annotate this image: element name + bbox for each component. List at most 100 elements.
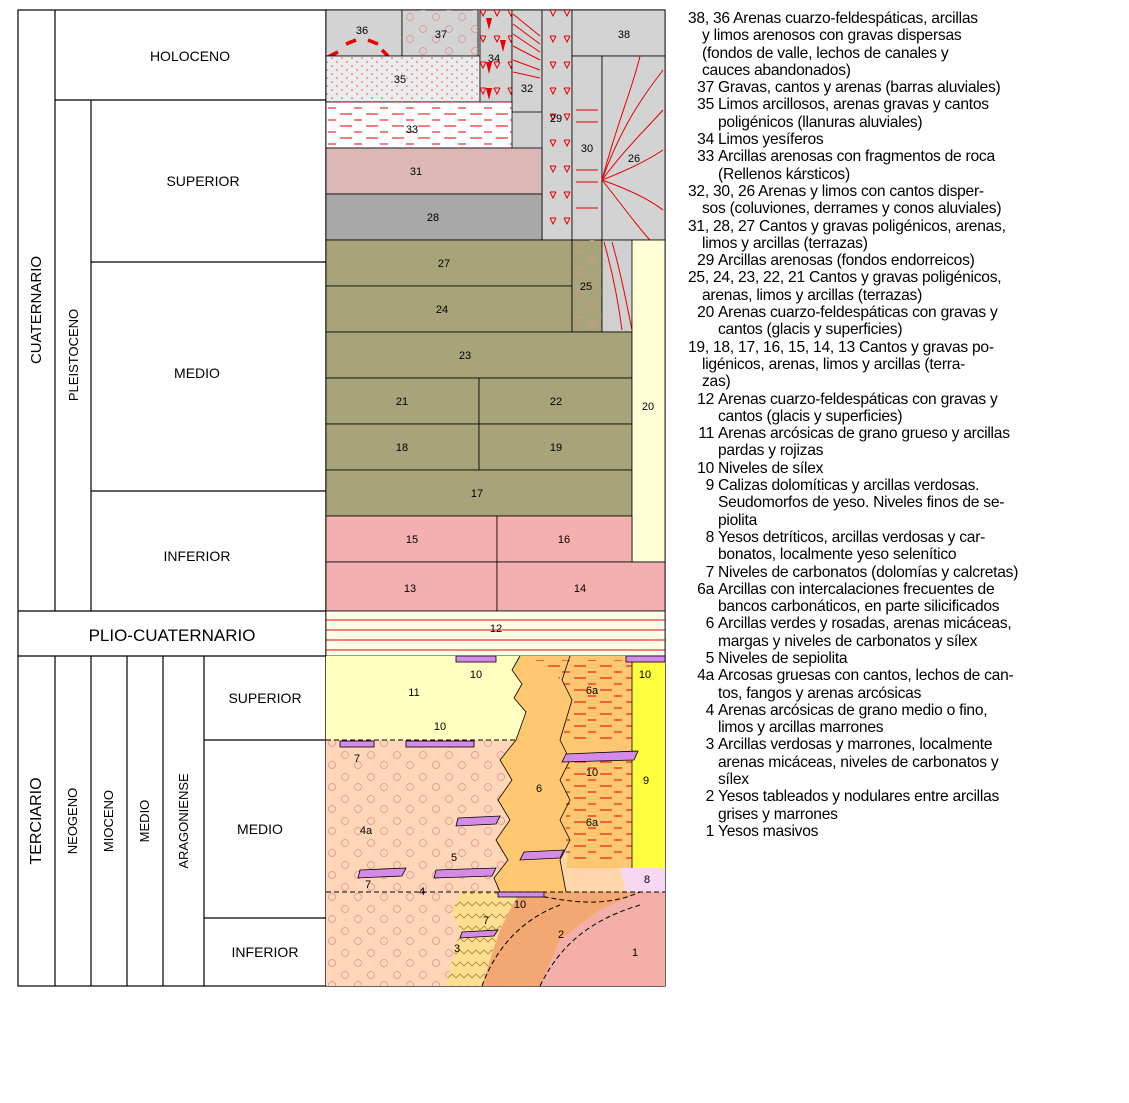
- legend-description: Arcillas con intercalaciones frecuentes …: [718, 581, 1124, 616]
- series-label-inferior: INFERIOR: [164, 548, 231, 564]
- legend-code: 10: [697, 459, 714, 477]
- unit-label-7-bottom: 7: [483, 915, 489, 927]
- unit-12-block: [325, 610, 666, 657]
- unit-28-block: [325, 193, 543, 241]
- stage-label-aragoniense: ARAGONIENSE: [176, 773, 191, 869]
- legend-description: Arcillas verdes y rosadas, arenas micáce…: [718, 615, 1124, 650]
- legend-item: 38, 36 Arenas cuarzo-feldespáticas, arci…: [688, 10, 1124, 79]
- unit-34-pattern: [480, 10, 512, 112]
- unit-label-1: 1: [632, 947, 638, 959]
- unit-label-9: 9: [643, 775, 649, 787]
- unit-24-block: [325, 285, 573, 333]
- legend-text: Arenas arcósicas de grano medio o fino, …: [718, 701, 988, 737]
- unit-31-block: [325, 147, 543, 195]
- unit-33-pattern: [326, 102, 512, 148]
- unit-label-28: 28: [427, 212, 439, 224]
- series-label-medio: MEDIO: [174, 365, 220, 381]
- legend-code-list: 32, 30, 26: [688, 182, 755, 200]
- unit-18-block: [325, 423, 480, 471]
- unit-label-19: 19: [550, 442, 562, 454]
- unit-29-pattern: [542, 10, 572, 240]
- unit-12-lines: [326, 619, 665, 651]
- unit-8-block: [620, 868, 665, 892]
- unit-label-10-top: 10: [470, 669, 482, 681]
- unit-6a-lower-pattern: [566, 760, 632, 860]
- stratigraphy-table-background: [18, 10, 326, 986]
- unit-label-14: 14: [574, 583, 586, 595]
- legend-code: 29: [697, 252, 714, 270]
- unit-label-4a: 4a: [360, 825, 373, 837]
- lens-5-upper: [455, 815, 501, 827]
- lens-7-bottom: [459, 929, 499, 939]
- unit-label-20: 20: [642, 401, 654, 413]
- unit-label-32: 32: [521, 83, 533, 95]
- unit-30-block: [571, 55, 603, 241]
- unit-label-2: 2: [558, 929, 564, 941]
- legend-text: Cantos y gravas poligénicos, arenas, lim…: [702, 269, 1002, 304]
- legend-description: Limos arcillosos, arenas gravas y cantos…: [718, 96, 1124, 131]
- unit-38-block: [571, 9, 666, 57]
- legend-text: Niveles de carbonatos (dolomías y calcre…: [718, 563, 1019, 581]
- unit-label-5: 5: [451, 852, 457, 864]
- unit-6-block: [494, 656, 572, 892]
- unit-label-16: 16: [558, 534, 570, 546]
- legend-description: 19, 18, 17, 16, 15, 14, 13 Cantos y grav…: [688, 339, 994, 391]
- legend-item: 31, 28, 27 Cantos y gravas poligénicos, …: [688, 218, 1124, 253]
- legend-text: Arcillas con intercalaciones frecuentes …: [718, 580, 1000, 616]
- unit-label-10-right: 10: [586, 767, 598, 779]
- unit-22-block: [478, 377, 633, 425]
- legend-text: Arcillas verdosas y marrones, localmente…: [718, 736, 999, 789]
- legend-description: Arenas arcósicas de grano grueso y arcil…: [718, 425, 1124, 460]
- unit-1-block: [540, 892, 665, 986]
- legend-text: Yesos masivos: [718, 822, 819, 840]
- legend-code: 9: [705, 477, 715, 495]
- unit-4a-pattern: [326, 740, 506, 892]
- legend-text: Arcosas gruesas con cantos, lechos de ca…: [718, 667, 1014, 702]
- unit-label-30: 30: [581, 143, 593, 155]
- legend-item: 32, 30, 26 Arenas y limos con cantos dis…: [688, 183, 1124, 218]
- legend-text: Arenas cuarzo-feldespáticas con gravas y…: [718, 390, 998, 425]
- unit-label-34: 34: [488, 53, 500, 65]
- legend-description: 38, 36 Arenas cuarzo-feldespáticas, arci…: [688, 10, 978, 79]
- legend-code-list: 19, 18, 17, 16, 15, 14, 13: [688, 338, 855, 356]
- unit-2-block: [482, 892, 640, 986]
- unit-23-block: [325, 331, 633, 379]
- legend-code: 8: [705, 528, 715, 546]
- legend-code: 6a: [697, 580, 714, 598]
- series-label-mioceno: MIOCENO: [101, 790, 116, 852]
- legend-code: 6: [705, 615, 715, 633]
- unit-label-24: 24: [436, 304, 448, 316]
- lens-10-top-right: [625, 655, 666, 663]
- unit-label-21: 21: [396, 396, 408, 408]
- legend-description: Arenas cuarzo-feldespáticas con gravas y…: [718, 304, 1124, 339]
- legend-code-list: 25, 24, 23, 22, 21: [688, 269, 805, 287]
- lens-5-right: [519, 849, 565, 861]
- unit-label-7-upper: 7: [354, 753, 360, 765]
- tertiary-zigzag-boundaries: [493, 655, 573, 893]
- unit-labels: 36 37 34 38 35 32 29 33 30 26 31 28 27 2…: [354, 25, 654, 959]
- legend-text: Arenas cuarzo-feldespáticas, arcillas y …: [702, 10, 978, 79]
- unit-label-29: 29: [550, 113, 562, 125]
- legend-text: Cantos y gravas poligénicos, arenas, lim…: [702, 217, 1006, 252]
- unit-25-pattern: [572, 240, 602, 332]
- legend-text: Calizas dolomíticas y arcillas verdosas.…: [718, 477, 1005, 529]
- unit-label-10-middle: 10: [434, 721, 446, 733]
- lens-10-right: [561, 750, 639, 763]
- legend-description: Niveles de sílex: [718, 460, 1124, 477]
- unit-11-block: [326, 656, 526, 740]
- unit-label-11: 11: [408, 687, 419, 699]
- legend-code: 4: [705, 701, 715, 719]
- legend-description: Gravas, cantos y arenas (barras aluviale…: [718, 79, 1124, 96]
- legend-description: Yesos masivos: [718, 823, 1124, 840]
- series-label-superior: SUPERIOR: [166, 173, 239, 189]
